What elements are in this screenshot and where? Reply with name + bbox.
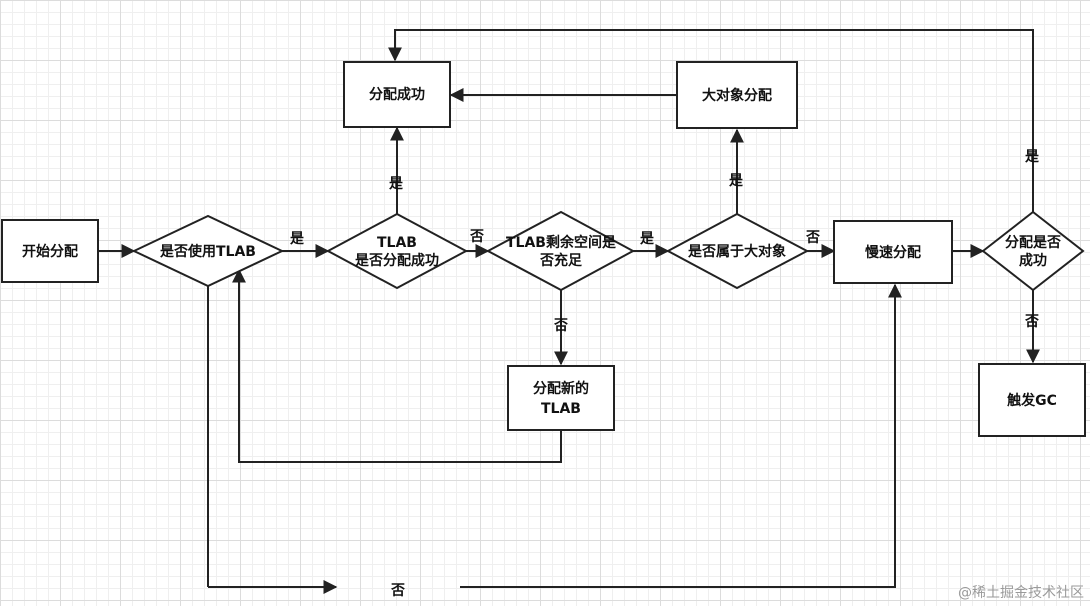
label-check-no: 否 bbox=[1024, 314, 1039, 330]
nodes: 开始分配 是否使用TLAB TLAB 是否分配成功 TLAB剩余空间是 否充足 … bbox=[1, 61, 1086, 437]
node-is-large: 是否属于大对象 bbox=[665, 212, 810, 290]
node-success: 分配成功 bbox=[343, 61, 451, 128]
node-tlab-space: TLAB剩余空间是 否充足 bbox=[485, 210, 636, 292]
label-tlab-space-yes: 是 bbox=[640, 231, 655, 247]
node-new-tlab: 分配新的 TLAB bbox=[507, 365, 615, 431]
label-check-yes: 是 bbox=[1025, 149, 1040, 165]
node-tlab-space-line2: 否充足 bbox=[539, 252, 583, 269]
node-large-alloc-label: 大对象分配 bbox=[702, 87, 772, 104]
edges bbox=[98, 29, 1040, 594]
node-new-tlab-line1: 分配新的 bbox=[533, 380, 589, 397]
node-trigger-gc-label: 触发GC bbox=[1006, 392, 1057, 409]
label-is-large-yes: 是 bbox=[729, 173, 744, 189]
node-is-large-label: 是否属于大对象 bbox=[688, 243, 786, 260]
node-slow-alloc: 慢速分配 bbox=[833, 220, 953, 284]
node-use-tlab-label: 是否使用TLAB bbox=[160, 243, 256, 260]
node-start-label: 开始分配 bbox=[22, 243, 78, 260]
edge-new-tlab-back bbox=[232, 268, 562, 463]
label-use-tlab-yes: 是 bbox=[290, 231, 305, 247]
edge-check-yes bbox=[388, 29, 1034, 212]
node-trigger-gc: 触发GC bbox=[978, 363, 1086, 437]
node-start: 开始分配 bbox=[1, 219, 99, 283]
node-use-tlab: 是否使用TLAB bbox=[131, 214, 285, 288]
label-tlab-success-yes: 是 bbox=[389, 176, 404, 192]
node-alloc-ok: 分配是否 成功 bbox=[981, 210, 1085, 292]
node-large-alloc: 大对象分配 bbox=[676, 61, 798, 129]
node-tlab-space-line1: TLAB剩余空间是 bbox=[506, 234, 617, 251]
label-is-large-no: 否 bbox=[805, 230, 820, 246]
node-slow-alloc-label: 慢速分配 bbox=[865, 244, 921, 261]
node-tlab-success-line1: TLAB bbox=[377, 235, 417, 251]
watermark: @稀土掘金技术社区 bbox=[958, 585, 1084, 601]
edge-use-tlab-no-c bbox=[460, 283, 902, 588]
node-tlab-success-line2: 是否分配成功 bbox=[355, 252, 439, 269]
node-alloc-ok-line1: 分配是否 bbox=[1005, 235, 1061, 251]
node-new-tlab-line2: TLAB bbox=[541, 401, 581, 417]
node-success-label: 分配成功 bbox=[369, 86, 425, 103]
label-tlab-success-no: 否 bbox=[469, 229, 484, 245]
edge-labels: 是 是 否 是 否 是 否 是 否 否 bbox=[290, 149, 1040, 599]
label-use-tlab-no: 否 bbox=[390, 583, 405, 599]
node-alloc-ok-line2: 成功 bbox=[1019, 252, 1047, 269]
node-tlab-success: TLAB 是否分配成功 bbox=[325, 212, 469, 290]
label-tlab-space-no: 否 bbox=[553, 318, 568, 334]
